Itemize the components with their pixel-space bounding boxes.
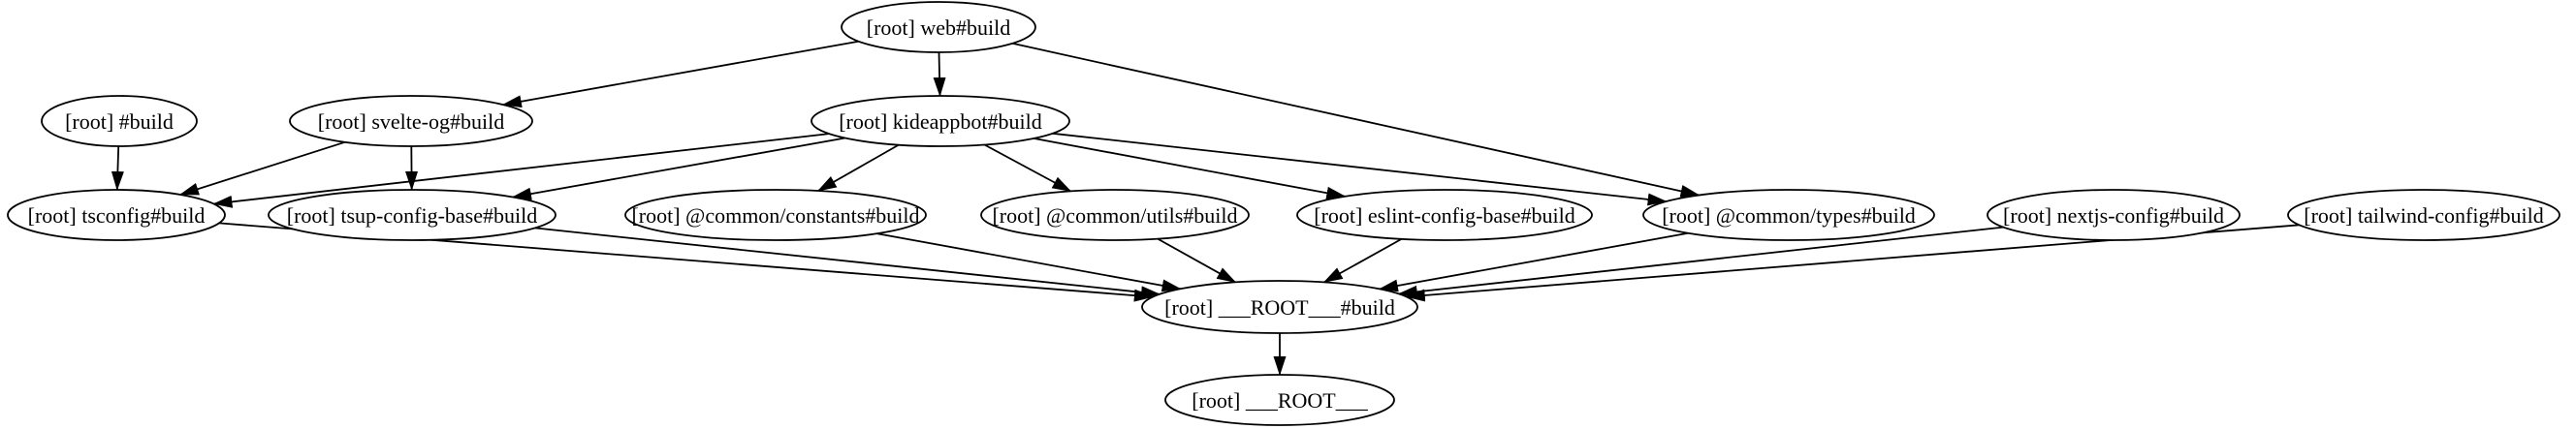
edge-eslint-config-base-build-to-root-build: [1322, 238, 1402, 284]
graph-node-web-build: [root] web#build: [841, 1, 1036, 53]
graph-node-root: [root] ___ROOT___: [1164, 374, 1395, 426]
node-label: [root] #build: [65, 109, 174, 134]
node-label: [root] @common/utils#build: [992, 203, 1237, 228]
edge-web-build-to-kideappbot-build: [933, 51, 946, 97]
node-ellipse: [41, 95, 198, 147]
node-ellipse: [1164, 374, 1395, 426]
graph-node-tsconfig-build: [root] tsconfig#build: [7, 189, 226, 241]
edge-kideappbot-build-to-tsconfig-build: [212, 133, 830, 208]
node-ellipse: [2287, 189, 2560, 241]
node-ellipse: [980, 189, 1250, 241]
edge-web-build-to-svelte-og-build: [501, 40, 859, 108]
edge-common-utils-build-to-root-build: [1157, 237, 1237, 284]
graph-node-root-hash-build: [root] #build: [41, 95, 198, 147]
node-label: [root] @common/constants#build: [631, 203, 919, 228]
edge-kideappbot-build-to-eslint-config-base-build: [1034, 138, 1347, 199]
node-ellipse: [1642, 189, 1935, 241]
node-ellipse: [1141, 280, 1418, 334]
node-ellipse: [7, 189, 226, 241]
graph-node-tsup-config-base-build: [root] tsup-config-base#build: [268, 189, 557, 241]
node-ellipse: [1296, 189, 1593, 241]
node-label: [root] ___ROOT___#build: [1164, 295, 1395, 320]
graph-node-common-constants-build: [root] @common/constants#build: [624, 189, 927, 241]
node-label: [root] eslint-config-base#build: [1314, 203, 1574, 228]
edge-kideappbot-build-to-common-utils-build: [983, 143, 1072, 193]
graph-node-common-types-build: [root] @common/types#build: [1642, 189, 1935, 241]
graph-node-root-build: [root] ___ROOT___#build: [1141, 280, 1418, 334]
node-ellipse: [268, 189, 557, 241]
edge-svelte-og-build-to-tsconfig-build: [178, 140, 345, 196]
node-label: [root] kideappbot#build: [839, 109, 1042, 134]
node-ellipse: [289, 95, 533, 147]
graph-node-eslint-config-base-build: [root] eslint-config-base#build: [1296, 189, 1593, 241]
graph-node-svelte-og-build: [root] svelte-og#build: [289, 95, 533, 147]
node-label: [root] nextjs-config#build: [2003, 203, 2224, 228]
node-ellipse: [1987, 189, 2241, 241]
node-ellipse: [624, 189, 927, 241]
node-label: [root] tsup-config-base#build: [287, 203, 537, 228]
edge-kideappbot-build-to-common-constants-build: [816, 143, 900, 192]
graph-node-kideappbot-build: [root] kideappbot#build: [811, 95, 1070, 147]
node-label: [root] svelte-og#build: [318, 109, 504, 134]
node-label: [root] @common/types#build: [1662, 203, 1916, 228]
node-label: [root] web#build: [867, 15, 1010, 40]
edge-web-build-to-common-types-build: [1012, 42, 1701, 198]
edge-nextjs-config-build-to-root-build: [1397, 226, 2004, 298]
node-label: [root] ___ROOT___: [1192, 388, 1368, 413]
graph-node-tailwind-config-build: [root] tailwind-config#build: [2287, 189, 2560, 241]
edge-root-hash-build-to-tsconfig-build: [111, 145, 124, 191]
edge-kideappbot-build-to-common-types-build: [1052, 132, 1668, 206]
edge-common-constants-build-to-root-build: [876, 232, 1182, 292]
node-ellipse: [811, 95, 1070, 147]
graph-node-nextjs-config-build: [root] nextjs-config#build: [1987, 189, 2241, 241]
edge-kideappbot-build-to-tsup-config-base-build: [512, 137, 845, 200]
node-label: [root] tsconfig#build: [28, 203, 206, 228]
edge-tsup-config-base-build-to-root-build: [534, 227, 1161, 299]
node-ellipse: [841, 1, 1036, 53]
edge-common-types-build-to-root-build: [1378, 231, 1689, 292]
graph-node-common-utils-build: [root] @common/utils#build: [980, 189, 1250, 241]
node-label: [root] tailwind-config#build: [2304, 203, 2543, 228]
